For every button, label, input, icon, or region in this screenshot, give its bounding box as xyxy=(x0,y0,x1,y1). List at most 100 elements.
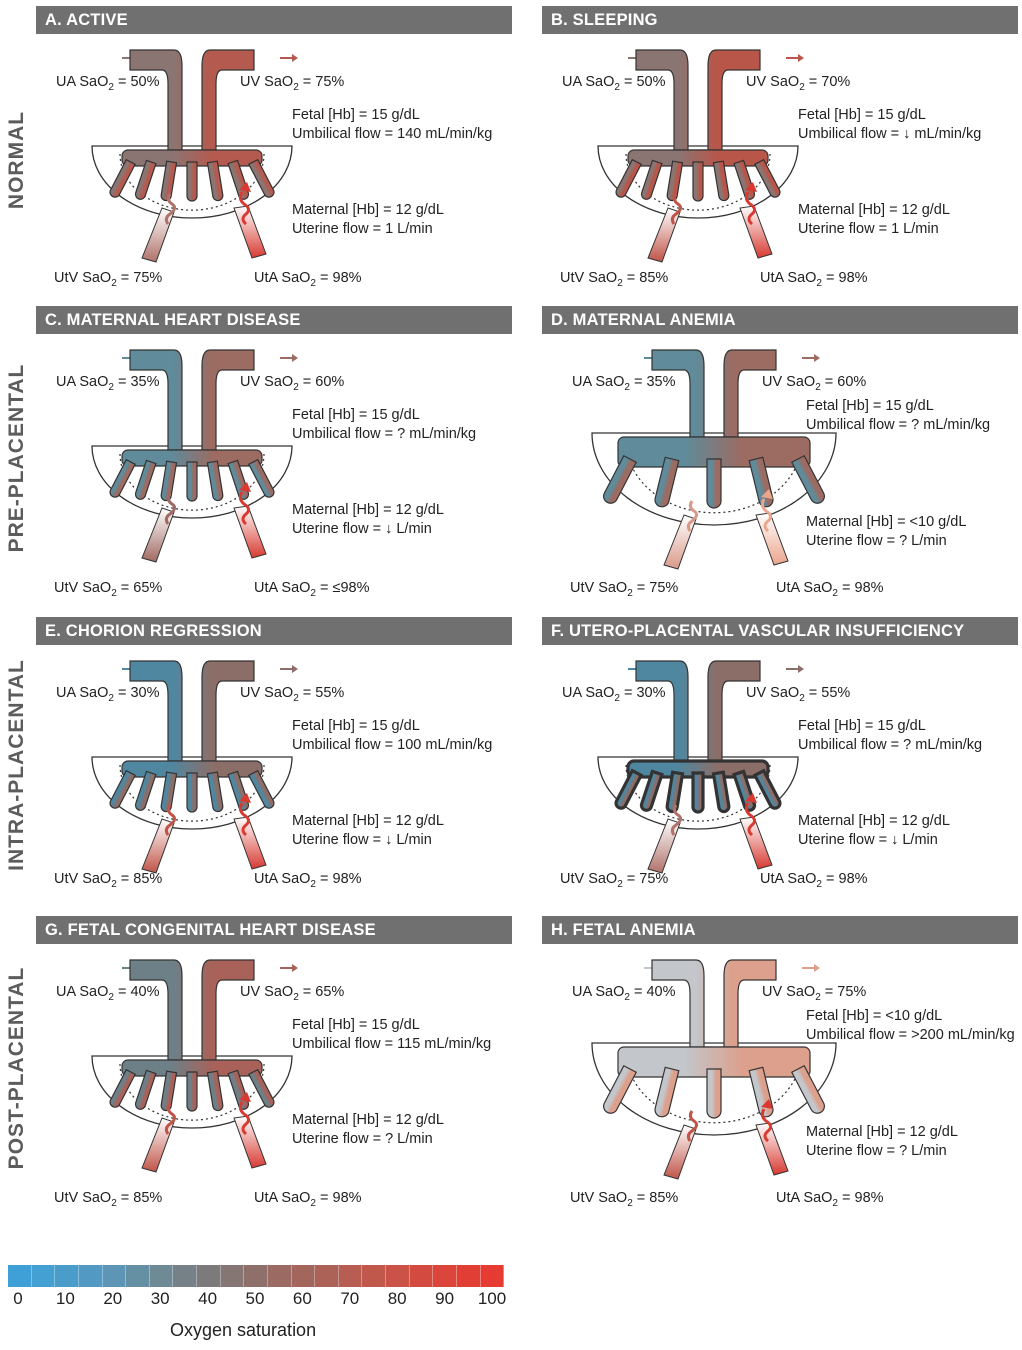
umbilical-cord xyxy=(129,660,255,762)
villus xyxy=(134,770,157,811)
umbilical-cord xyxy=(129,349,255,451)
villus xyxy=(692,161,704,202)
arterial-inflow-wave xyxy=(760,498,773,533)
uterine-flow-label: Uterine flow = ? L/min xyxy=(806,533,947,549)
villus xyxy=(706,1068,722,1119)
maternal-hb-label: Maternal [Hb] = 12 g/dL xyxy=(798,813,950,829)
colorbar-swatch xyxy=(291,1265,316,1287)
uterine-flow-label: Uterine flow = ? L/min xyxy=(806,1143,947,1159)
villus xyxy=(109,158,136,198)
villus xyxy=(615,158,642,198)
villus xyxy=(754,158,781,198)
colorbar-swatch xyxy=(315,1265,339,1287)
villus xyxy=(206,460,224,502)
umbilical-cord xyxy=(635,49,761,151)
arterial-inflow-wave xyxy=(238,1101,251,1136)
arterial-inflow-wave xyxy=(238,802,251,837)
row-label: NORMAL xyxy=(5,110,28,210)
umbilical-flow-label: Umbilical flow = ? mL/min/kg xyxy=(806,417,990,433)
panel-title: B. SLEEPING xyxy=(542,6,1018,34)
villus xyxy=(160,771,178,813)
panel-title: E. CHORION REGRESSION xyxy=(36,617,512,645)
ua-sao2-label: UA SaO2 = 40% xyxy=(56,984,160,1003)
colorbar-swatch xyxy=(149,1265,174,1287)
colorbar-swatch xyxy=(362,1265,386,1287)
fetal-hb-label: Fetal [Hb] = 15 g/dL xyxy=(292,407,420,423)
villus xyxy=(752,768,782,810)
maternal-hb-label: Maternal [Hb] = <10 g/dL xyxy=(806,514,966,530)
umbilical-cord xyxy=(129,49,255,151)
arterial-inflow-wave xyxy=(238,191,251,226)
colorbar-tick-label: 40 xyxy=(198,1289,218,1308)
uv-sao2-label: UV SaO2 = 70% xyxy=(746,74,850,93)
villous-tree xyxy=(614,660,782,814)
panel-title: D. MATERNAL ANEMIA xyxy=(542,306,1018,334)
intervillous-space-arc xyxy=(625,440,803,514)
venous-return-wave xyxy=(164,804,177,836)
utv-sao2-label: UtV SaO2 = 85% xyxy=(54,1190,162,1209)
villus xyxy=(711,770,731,814)
fetal-hb-label: Fetal [Hb] = 15 g/dL xyxy=(806,398,934,414)
venous-return-wave xyxy=(686,1110,699,1142)
villus xyxy=(160,1070,178,1112)
villus xyxy=(160,160,178,202)
row-label: PRE-PLACENTAL xyxy=(5,363,28,553)
villous-tree xyxy=(603,959,825,1119)
colorbar-tick-label: 10 xyxy=(55,1289,75,1308)
villus xyxy=(706,458,722,509)
uterine-flow-label: Uterine flow = ? L/min xyxy=(292,1131,433,1147)
villus xyxy=(186,772,198,813)
utv-sao2-label: UtV SaO2 = 65% xyxy=(54,580,162,599)
venous-return-wave xyxy=(164,193,177,225)
uterine-flow-label: Uterine flow = 1 L/min xyxy=(798,221,939,237)
uta-sao2-label: UtA SaO2 = 98% xyxy=(254,871,362,890)
maternal-hb-label: Maternal [Hb] = 12 g/dL xyxy=(292,502,444,518)
villus xyxy=(206,771,224,813)
uta-sao2-label: UtA SaO2 = 98% xyxy=(254,270,362,289)
villus xyxy=(186,1071,198,1112)
venous-return-wave xyxy=(164,1103,177,1135)
fetal-hb-label: Fetal [Hb] = 15 g/dL xyxy=(292,718,420,734)
villus xyxy=(186,461,198,502)
umbilical-flow-label: Umbilical flow = 100 mL/min/kg xyxy=(292,737,492,753)
colorbar-swatch xyxy=(173,1265,197,1287)
villus xyxy=(712,160,730,202)
villus xyxy=(248,158,275,198)
umbilical-flow-label: Umbilical flow = 140 mL/min/kg xyxy=(292,126,492,142)
villus xyxy=(603,454,638,504)
colorbar-swatch xyxy=(78,1265,103,1287)
colorbar-swatch xyxy=(126,1265,150,1287)
villus xyxy=(691,771,705,814)
maternal-hb-label: Maternal [Hb] = 12 g/dL xyxy=(806,1124,958,1140)
colorbar-swatch xyxy=(8,1265,32,1287)
uv-sao2-label: UV SaO2 = 55% xyxy=(240,685,344,704)
uterine-flow-label: Uterine flow = 1 L/min xyxy=(292,221,433,237)
colorbar-swatch xyxy=(433,1265,457,1287)
colorbar-swatch xyxy=(244,1265,268,1287)
ua-sao2-label: UA SaO2 = 35% xyxy=(572,374,676,393)
villus xyxy=(665,770,685,814)
uterine-flow-label: Uterine flow = ↓ L/min xyxy=(292,521,432,537)
maternal-hb-label: Maternal [Hb] = 12 g/dL xyxy=(292,813,444,829)
arterial-inflow-wave xyxy=(744,802,757,837)
uterine-flow-label: Uterine flow = ↓ L/min xyxy=(798,832,938,848)
utv-sao2-label: UtV SaO2 = 85% xyxy=(54,871,162,890)
colorbar-swatch xyxy=(386,1265,410,1287)
uv-sao2-label: UV SaO2 = 75% xyxy=(240,74,344,93)
villus xyxy=(109,1068,136,1108)
colorbar-swatch xyxy=(220,1265,245,1287)
villus xyxy=(654,456,680,508)
villus xyxy=(666,160,684,202)
umbilical-flow-label: Umbilical flow = ↓ mL/min/kg xyxy=(798,126,981,142)
utv-sao2-label: UtV SaO2 = 75% xyxy=(54,270,162,289)
colorbar-swatch xyxy=(409,1265,434,1287)
intervillous-space-arc xyxy=(625,1050,803,1124)
uv-sao2-label: UV SaO2 = 65% xyxy=(240,984,344,1003)
fetal-hb-label: Fetal [Hb] = 15 g/dL xyxy=(292,1017,420,1033)
villus xyxy=(186,161,198,202)
uta-sao2-label: UtA SaO2 = 98% xyxy=(776,580,884,599)
uta-sao2-label: UtA SaO2 = 98% xyxy=(254,1190,362,1209)
